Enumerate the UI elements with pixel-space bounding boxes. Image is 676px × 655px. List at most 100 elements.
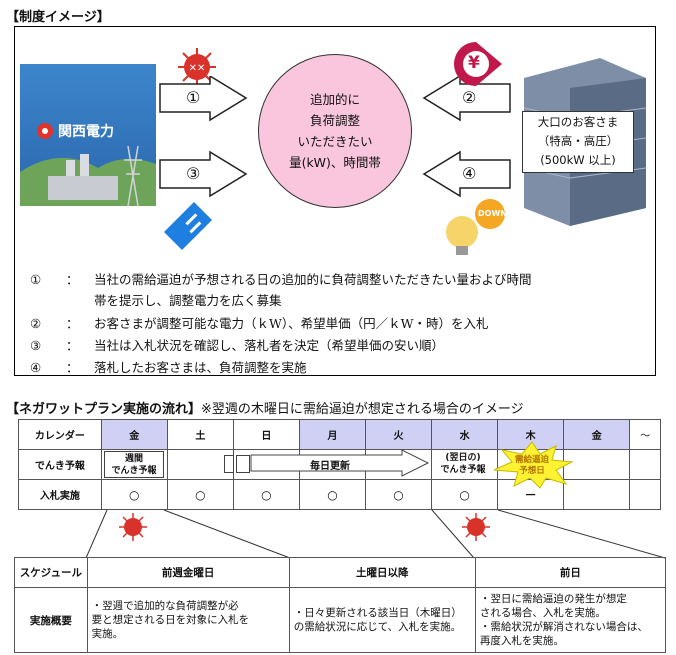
- arrow-label-1: ①: [186, 88, 201, 107]
- weekly-forecast-line: でんき予報: [111, 466, 157, 476]
- center-circle: 追加的に 負荷調整 いただきたい 量(kW)、時間帯: [258, 54, 412, 208]
- legend-colon: ：: [66, 338, 79, 353]
- legend-num: ①: [30, 272, 42, 287]
- schedule-line: ・翌日に需給逼迫の発生が想定: [479, 593, 627, 605]
- kepco-logo-icon: [37, 123, 53, 139]
- schedule-cell: ・日々更新される該当日（木曜日） の需給状況に応じて、入札を実施。: [288, 587, 476, 653]
- next-day-forecast: (翌日の) でんき予報: [432, 452, 494, 476]
- section2-title: 【ネガワットプラン実施の流れ】※翌週の木曜日に需給逼迫が想定される場合のイメージ: [6, 398, 524, 417]
- worried-face-icon: ✕✕: [178, 48, 216, 90]
- schedule-header-row: スケジュール 前週金曜日 土曜日以降 前日: [14, 557, 667, 588]
- company-logo: 関西電力: [36, 121, 114, 141]
- update-marker-2: [236, 455, 250, 473]
- update-marker-1: [224, 455, 234, 473]
- legend-num: ③: [30, 338, 42, 353]
- bid-tag-icon: [158, 196, 216, 258]
- legend-row-4: ④：落札したお客さまは、負荷調整を実施: [30, 357, 307, 376]
- worried-face-small-icon: [119, 513, 147, 545]
- arrow-label-3: ③: [186, 164, 201, 183]
- schedule-cell: ・翌日に需給逼迫の発生が想定 される場合、入札を実施。 ・需給状況が解消されない…: [474, 587, 667, 653]
- schedule-label: スケジュール: [14, 557, 88, 588]
- legend-colon: ：: [66, 272, 79, 287]
- bid-cell: －: [497, 479, 565, 510]
- bid-cell: ○: [298, 479, 367, 510]
- schedule-line: ・翌週で追加的な負荷調整が必: [91, 600, 239, 612]
- schedule-line: 実施。: [91, 628, 124, 640]
- bid-cell: [629, 479, 661, 510]
- day-cell: 火: [365, 419, 433, 450]
- weekly-forecast-line: 週間: [124, 454, 143, 464]
- schedule-col-header: 前日: [474, 557, 667, 588]
- legend-text: お客さまが調整可能な電力（ｋW）、希望単価（円／ｋW・時）を入札: [94, 316, 489, 331]
- legend-num: ②: [30, 316, 42, 331]
- day-cell: 月: [298, 419, 367, 450]
- customer-line: （特高・高圧）: [537, 134, 619, 148]
- schedule-col-header: 前週金曜日: [86, 557, 290, 588]
- legend-row-1-cont: 帯を提示し、調整電力を広く募集: [94, 290, 282, 309]
- yen-symbol: ¥: [468, 53, 480, 73]
- center-line: 追加的に: [309, 92, 360, 107]
- bid-cell: ○: [365, 479, 433, 510]
- customer-box: 大口のお客さま （特高・高圧） (500kW 以上): [522, 111, 634, 173]
- arrow-label-2: ②: [462, 88, 477, 107]
- legend-row-2: ② ： お客さまが調整可能な電力（ｋW）、希望単価（円／ｋW・時）を入札: [30, 313, 488, 332]
- day-cell: 水: [431, 419, 499, 450]
- customer-line: (500kW 以上): [540, 153, 616, 167]
- tight-badge-line: 需給逼迫: [514, 455, 549, 465]
- center-line: 量(kW)、時間帯: [289, 155, 381, 170]
- day-cell: 日: [232, 419, 300, 450]
- bid-row: 入札実施 ○ ○ ○ ○ ○ ○ －: [18, 479, 661, 510]
- weekly-forecast-box: 週間 でんき予報: [104, 451, 164, 478]
- calendar-row: カレンダー 金 土 日 月 火 水 木 金 ～: [18, 419, 661, 450]
- legend-text: 帯を提示し、調整電力を広く募集: [94, 293, 282, 308]
- day-cell: 金: [563, 419, 631, 450]
- schedule-cell: ・翌週で追加的な負荷調整が必 要と想定される日を対象に入札を 実施。: [86, 587, 290, 653]
- down-label: DOWN: [478, 209, 507, 218]
- legend-row-1: ① ： 当社の需給逼迫が予想される日の追加的に負荷調整いただきたい量および時間: [30, 269, 532, 288]
- system-image-box: [14, 26, 656, 376]
- schedule-line: の需給状況に応じて、入札を実施。: [293, 621, 462, 633]
- right-arrows: [422, 76, 511, 198]
- lightbulb-down-icon: DOWN: [440, 196, 510, 262]
- day-cell: ～: [629, 419, 661, 450]
- next-day-forecast-line: でんき予報: [440, 465, 486, 475]
- schedule-table: スケジュール 前週金曜日 土曜日以降 前日 実施概要 ・翌週で追加的な負荷調整が…: [14, 557, 667, 653]
- legend-text: 当社は入札状況を確認し、落札者を決定（希望単価の安い順）: [94, 338, 445, 353]
- connector-lines: [85, 510, 666, 559]
- daily-update-label: 毎日更新: [310, 461, 350, 472]
- yen-tag-icon: ¥: [448, 40, 506, 88]
- legend-text: 当社の需給逼迫が予想される日の追加的に負荷調整いただきたい量および時間: [94, 272, 532, 287]
- schedule-line: される場合、入札を実施。: [479, 607, 606, 619]
- flow-title: 【ネガワットプラン実施の流れ】: [6, 402, 202, 417]
- section1-title: 【制度イメージ】: [6, 10, 110, 25]
- schedule-line: ・需給状況が解消されない場合は、: [479, 621, 648, 633]
- company-name: 関西電力: [58, 124, 114, 140]
- schedule-body-row: 実施概要 ・翌週で追加的な負荷調整が必 要と想定される日を対象に入札を 実施。 …: [14, 587, 667, 653]
- schedule-line: ・日々更新される該当日（木曜日）: [293, 607, 462, 619]
- forecast-cell: [629, 449, 661, 480]
- bid-cell: [563, 479, 631, 510]
- legend-colon: ：: [66, 316, 79, 331]
- legend-row-3: ③ ： 当社は入札状況を確認し、落札者を決定（希望単価の安い順）: [30, 335, 444, 354]
- center-line: いただきたい: [297, 134, 373, 149]
- row-label: でんき予報: [18, 449, 102, 480]
- schedule-label: 実施概要: [14, 587, 88, 653]
- customer-line: 大口のお客さま: [537, 115, 619, 129]
- power-plant-illustration: [20, 145, 156, 206]
- left-arrows: [159, 76, 248, 198]
- flow-note: ※翌週の木曜日に需給逼迫が想定される場合のイメージ: [201, 402, 524, 417]
- legend-text: 落札したお客さまは、負荷調整を実施: [94, 360, 307, 375]
- day-cell: 土: [166, 419, 234, 450]
- row-label: 入札実施: [18, 479, 102, 510]
- forecast-cell: [431, 449, 499, 480]
- tight-badge-line: 予想日: [519, 466, 545, 476]
- bid-cell: ○: [431, 479, 499, 510]
- tight-day-badge: 需給逼迫 予想日: [490, 440, 574, 490]
- row-label: カレンダー: [18, 419, 102, 450]
- bid-cell: ○: [100, 479, 168, 510]
- schedule-col-header: 土曜日以降: [288, 557, 476, 588]
- daily-update-arrow: [250, 449, 430, 477]
- day-cell: 金: [100, 419, 168, 450]
- schedule-line: 再度入札を実施。: [479, 635, 564, 647]
- bid-cell: ○: [232, 479, 300, 510]
